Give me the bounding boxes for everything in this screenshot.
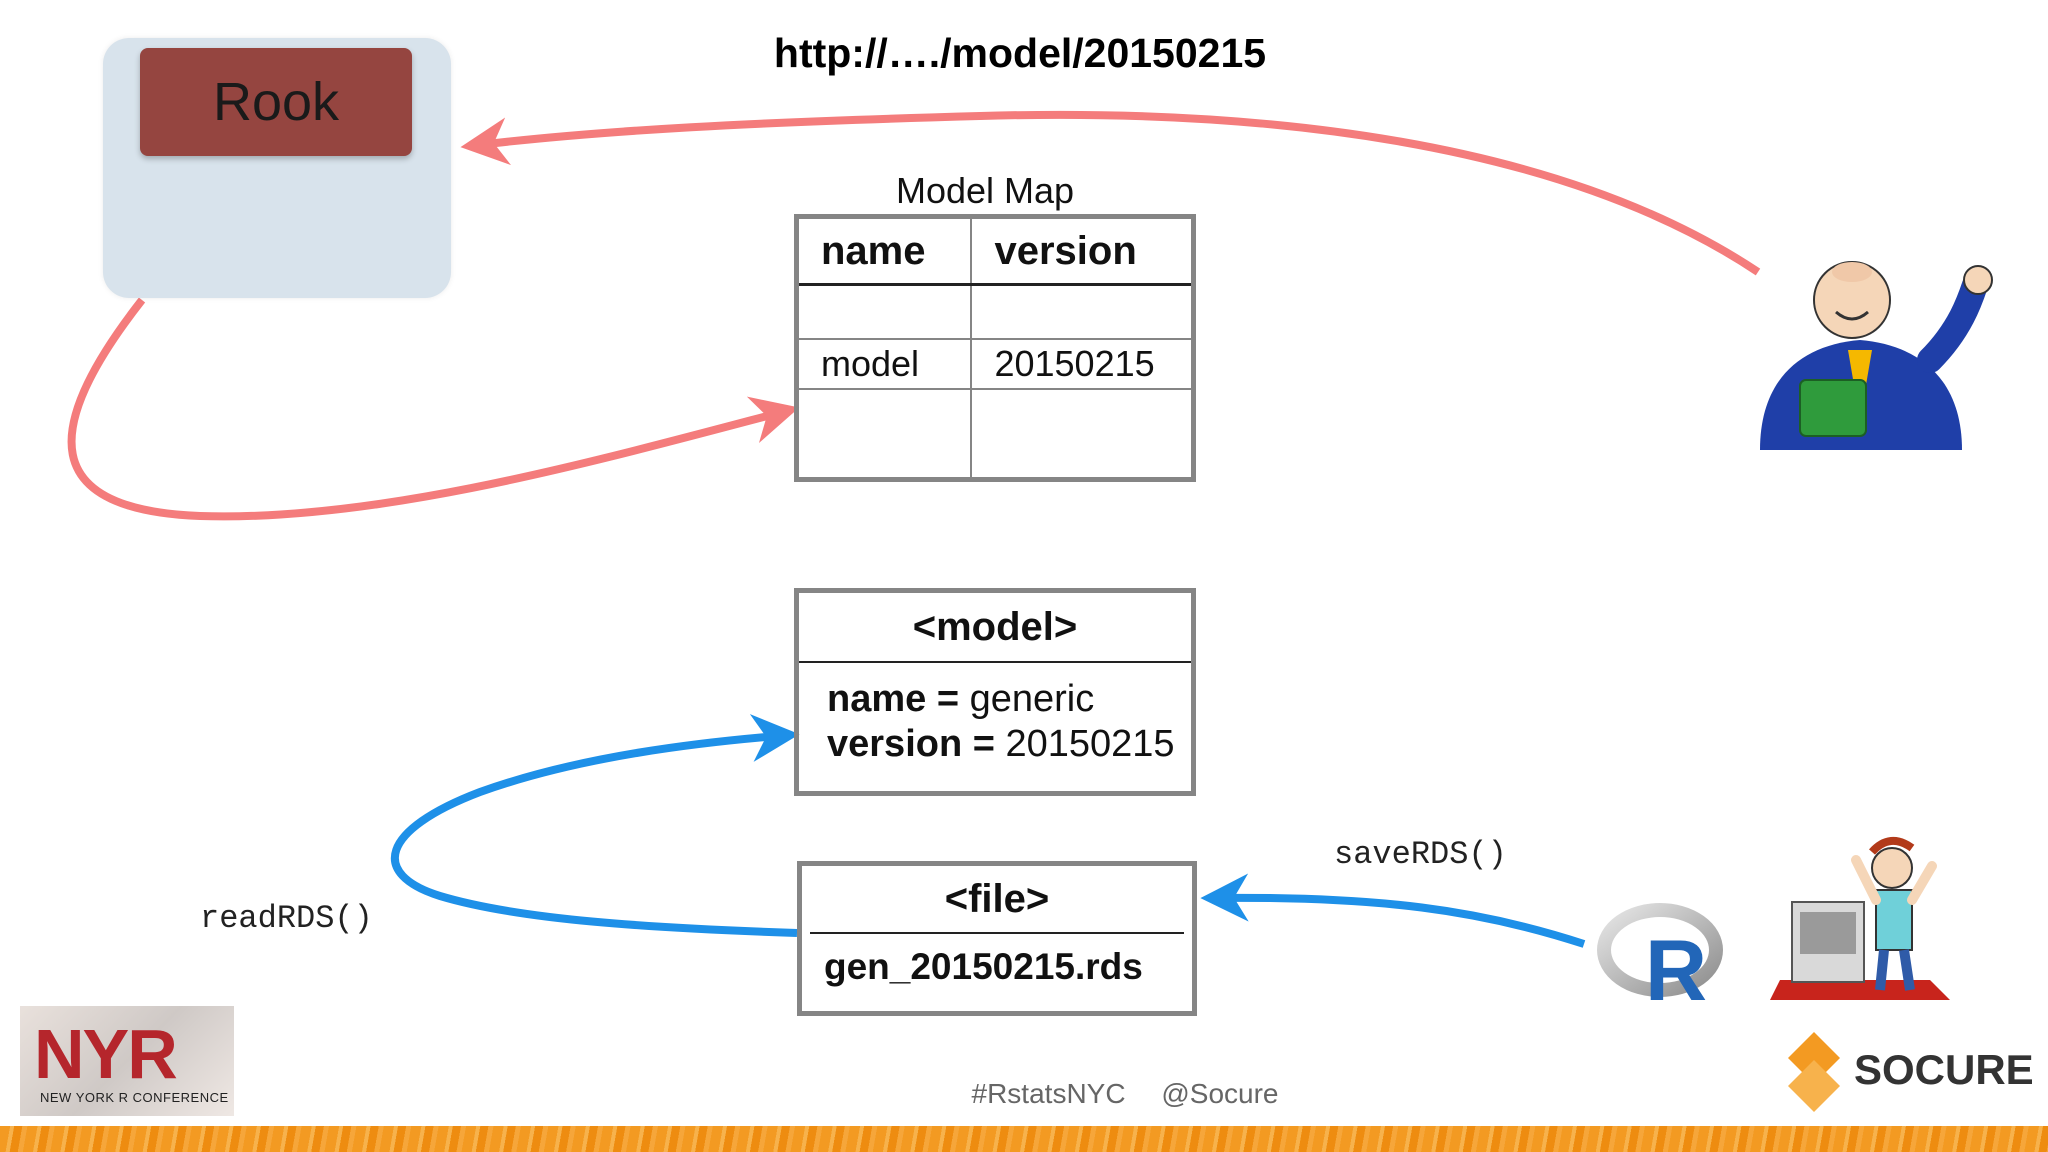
nyr-conference-logo: NYR NEW YORK R CONFERENCE [20,1006,234,1116]
model-map-table: name version model 20150215 [794,214,1196,482]
model-map-caption: Model Map [895,170,1075,211]
table-row [799,388,1191,478]
saverds-label: saveRDS() [1334,836,1507,873]
table-cell [799,284,973,340]
hashtag-text: #RstatsNYC [971,1078,1126,1109]
file-object-header: <file> [810,866,1184,934]
model-object-body: name = generic version = 20150215 [799,663,1191,767]
model-object-header: <model> [799,593,1191,663]
socure-logo-text: SOCURE [1854,1046,2034,1093]
file-object-box: <file> gen_20150215.rds [797,861,1197,1016]
file-name: gen_20150215.rds [824,946,1143,987]
lookup-arrow [67,297,800,521]
saverds-arrow [1200,873,1586,948]
r-logo-icon: R [1597,903,1723,1019]
bottom-stripe [0,1126,2048,1152]
table-row [799,284,1191,340]
r-logo-letter: R [1645,923,1707,1019]
readrds-label: readRDS() [200,900,373,937]
programmer-icon [1770,837,1950,1000]
model-version-value: 20150215 [1005,723,1175,765]
table-cell [971,389,1191,478]
businessman-icon [1760,261,1993,450]
table-row: model 20150215 [799,338,1191,390]
nyr-logo-subtitle: NEW YORK R CONFERENCE [40,1090,229,1105]
table-cell: model [799,338,973,390]
socure-mark-icon [1788,1032,1840,1112]
nyr-logo-letters: NYR [34,1015,178,1093]
model-name-key: name = [827,678,960,720]
column-header: version [971,219,1191,286]
request-url: http://…./model/20150215 [773,30,1267,76]
table-cell [799,388,973,477]
model-name-value: generic [969,678,1095,720]
table-header-row: name version [799,219,1191,286]
column-header: name [799,219,973,286]
handle-text: @Socure [1161,1078,1279,1109]
model-version-key: version = [827,723,995,765]
readrds-arrow [390,714,800,937]
table-cell: 20150215 [971,338,1191,390]
request-arrow [460,110,1761,276]
rook-label: Rook [140,48,412,156]
model-object-box: <model> name = generic version = 2015021… [794,588,1196,796]
table-cell [971,284,1191,340]
footer-tags: #RstatsNYC @Socure [900,1078,1350,1110]
